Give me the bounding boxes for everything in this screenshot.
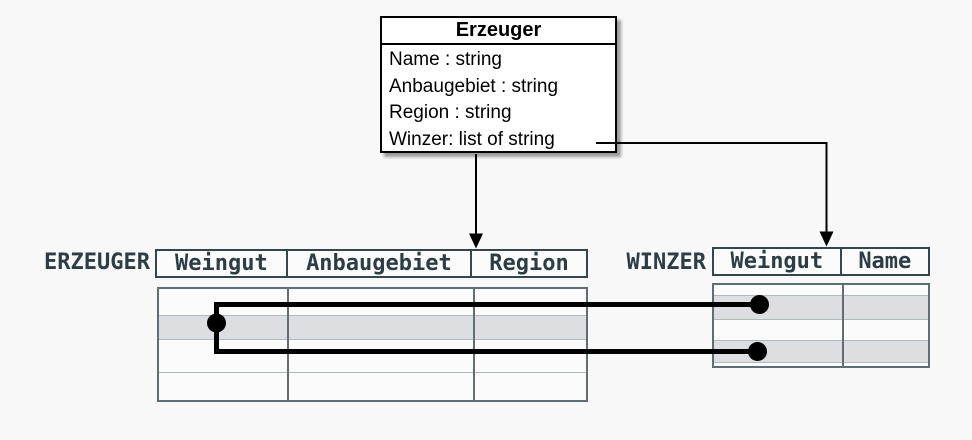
erzeuger-shaded-row	[159, 315, 586, 339]
class-attribute-winzer: Winzer: list of string	[389, 128, 555, 150]
winzer-body	[712, 283, 930, 368]
class-box-title: Erzeuger	[382, 18, 615, 45]
winzer-header-cell-name: Name	[858, 249, 912, 274]
winzer-shaded-row-2	[714, 340, 928, 362]
winzer-row-line-1	[714, 295, 928, 296]
erzeuger-col-divider-1	[287, 289, 289, 400]
erzeuger-row-line-3	[159, 372, 586, 373]
arrow-to-winzer-line	[596, 142, 828, 233]
erzeuger-table-label: ERZEUGER	[44, 250, 150, 275]
winzer-row-line-2	[714, 319, 928, 320]
arrow-to-winzer-head-icon	[819, 231, 834, 247]
class-box-attributes: Name : string Anbaugebiet : string Regio…	[382, 45, 615, 153]
erzeuger-row-line-1	[159, 315, 586, 316]
winzer-row-line-4	[714, 362, 928, 363]
erzeuger-header-cell-anbaugebiet: Anbaugebiet	[288, 251, 473, 276]
erzeuger-header-cell-weingut: Weingut	[157, 251, 288, 276]
winzer-header-cell-weingut: Weingut	[714, 249, 842, 274]
erzeuger-col-divider-2	[473, 289, 475, 400]
winzer-header: Weingut Name	[712, 247, 930, 276]
erzeuger-header-cell-region: Region	[489, 251, 569, 276]
class-attribute-region: Region : string	[389, 102, 512, 123]
class-box-erzeuger: Erzeuger Name : string Anbaugebiet : str…	[380, 16, 617, 153]
class-attribute-anbaugebiet: Anbaugebiet : string	[389, 75, 559, 97]
winzer-col-divider	[842, 285, 844, 366]
class-attribute-name: Name : string	[389, 49, 502, 70]
arrow-to-erzeuger-head-icon	[469, 233, 483, 249]
erzeuger-header: Weingut Anbaugebiet Region	[155, 249, 588, 278]
erzeuger-body	[157, 287, 588, 402]
winzer-table-label: WINZER	[626, 250, 706, 275]
winzer-row-line-3	[714, 340, 928, 341]
erzeuger-row-line-2	[159, 339, 586, 340]
winzer-shaded-row-1	[714, 295, 928, 319]
